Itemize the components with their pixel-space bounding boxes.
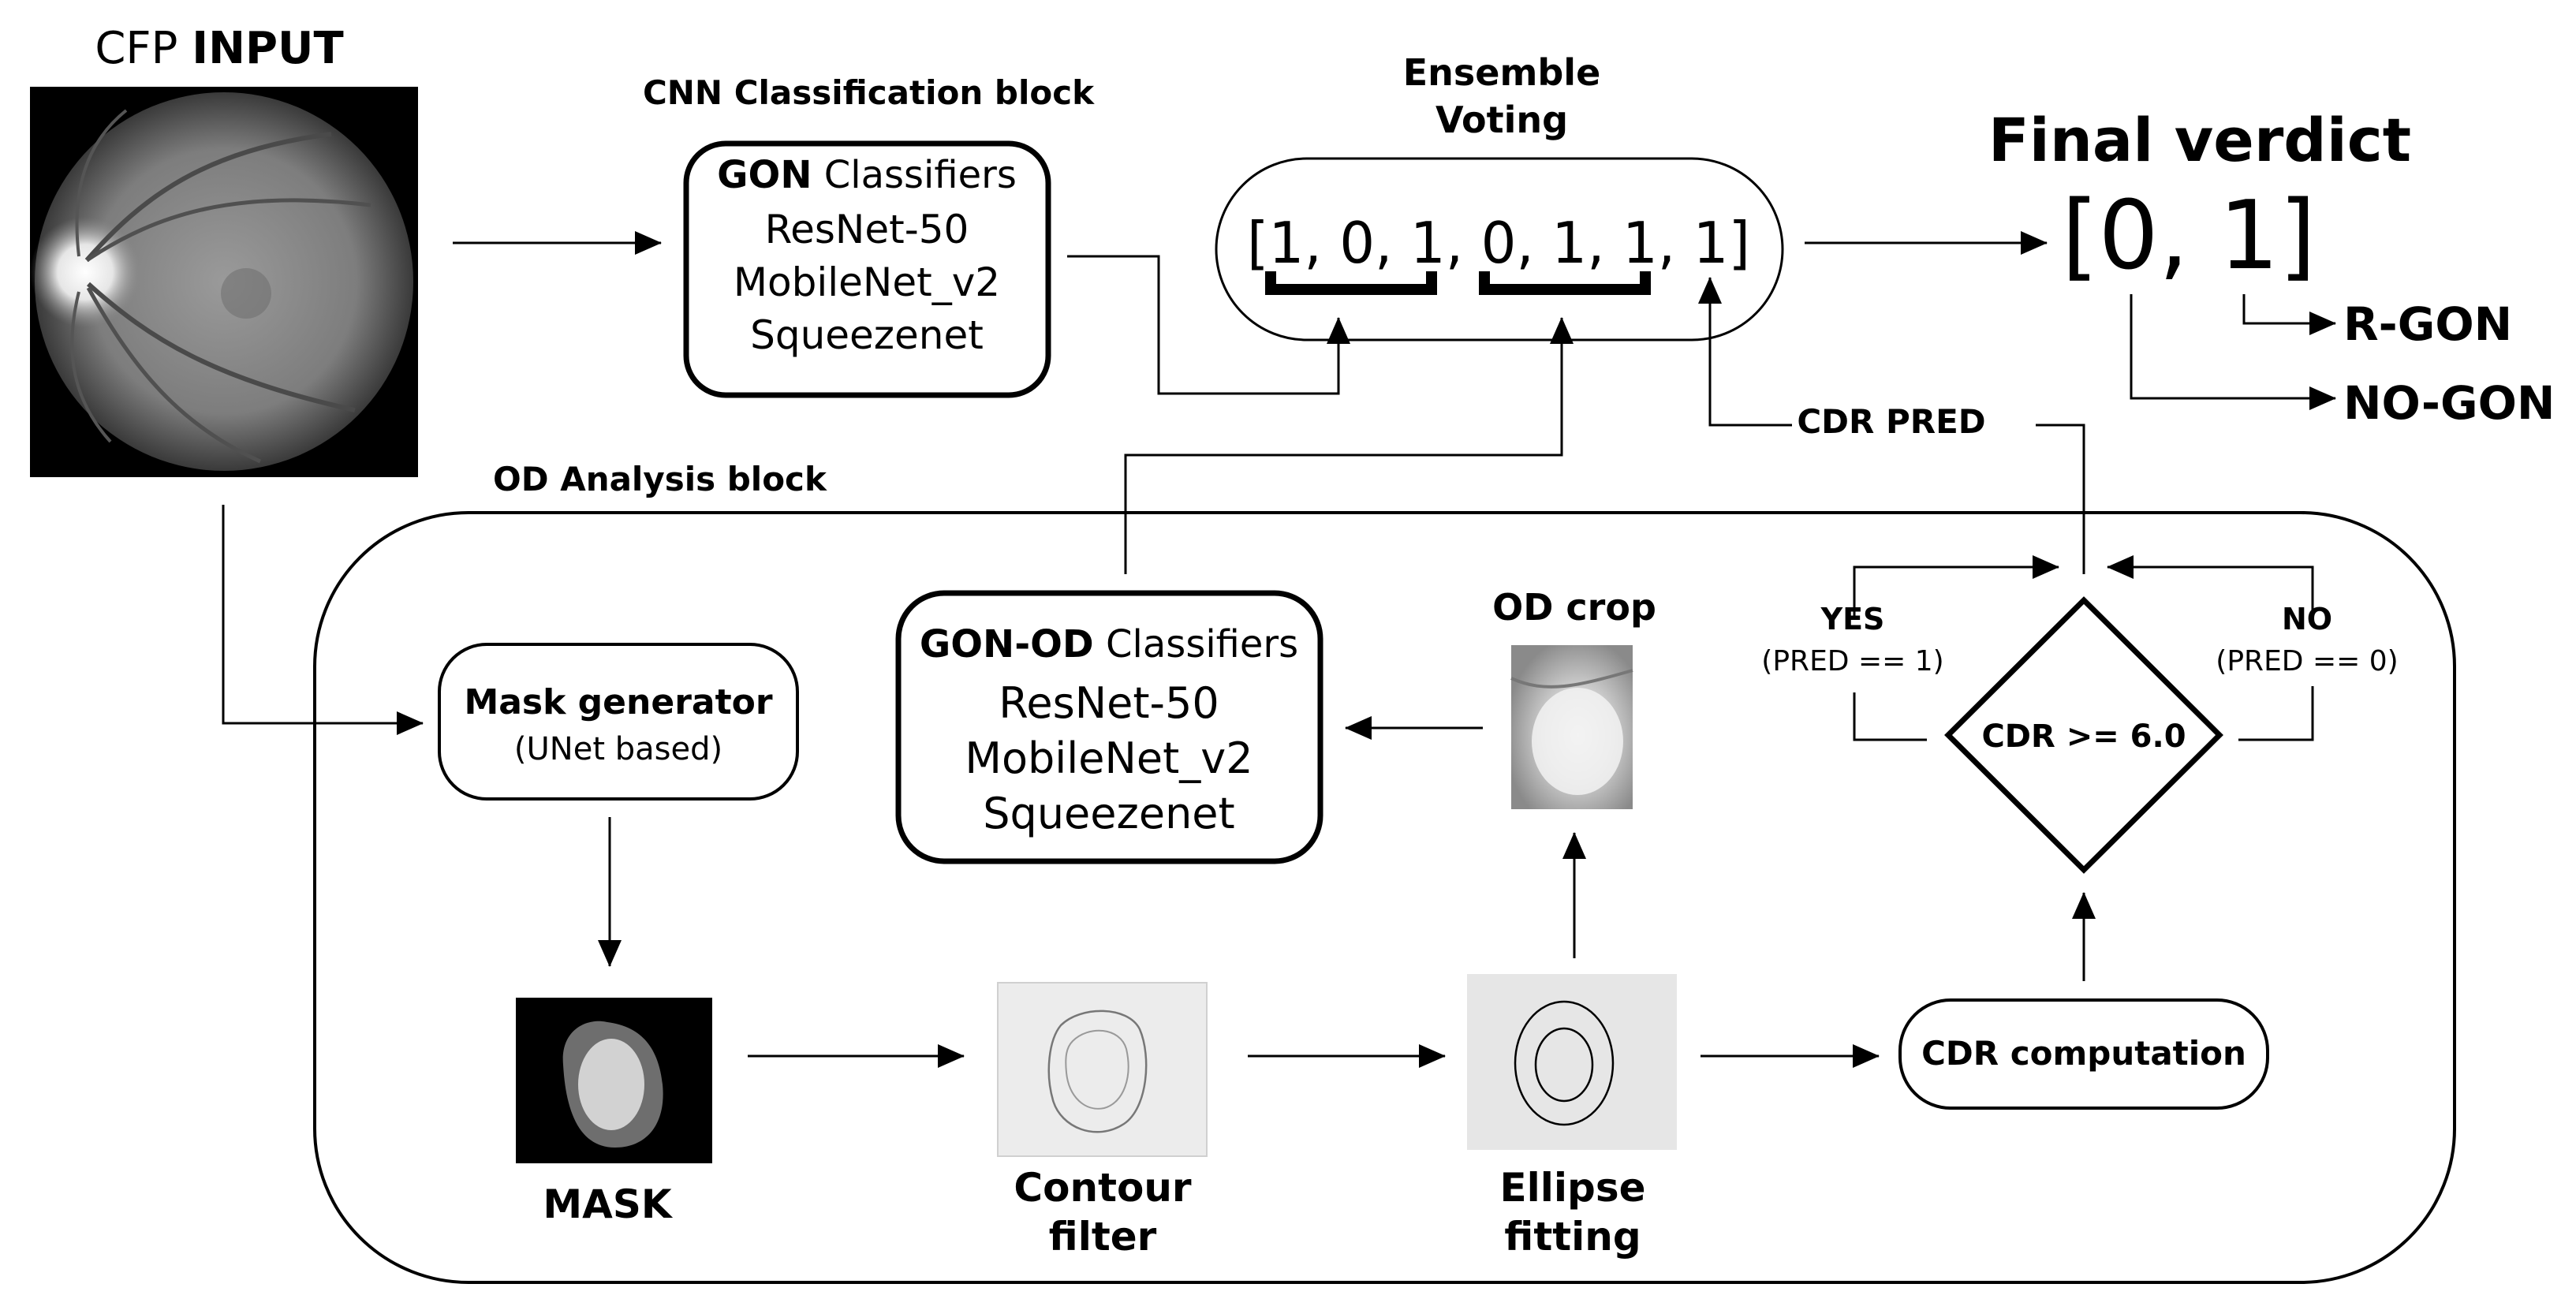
gon-classifiers-box [683,140,1051,398]
od-crop-image [1510,645,1633,809]
ellipse-fitting-label-line1: Ellipse [1499,1165,1645,1211]
mask-generator-subtitle: (UNet based) [514,731,722,767]
mask-generator-box [438,643,799,801]
gon-od-classifiers-box [895,590,1323,864]
cnn-model-mobilenet: MobileNet_v2 [734,259,1000,305]
ellipse-fitting-image [1467,974,1677,1150]
final-verdict-vector: [0, 1] [2062,181,2317,291]
no-sublabel: (PRED == 0) [2216,645,2398,677]
cdr-computation-label: CDR computation [1921,1034,2246,1073]
contour-filter-label-line2: filter [1049,1214,1157,1260]
od-model-squeezenet: Squeezenet [983,789,1234,838]
contour-filter-label-line1: Contour [1014,1165,1191,1211]
final-verdict-title: Final verdict [1988,105,2411,175]
no-label: NO [2282,602,2332,636]
gon-od-classifiers-title: GON-OD Classifiers [920,622,1298,666]
cnn-model-squeezenet: Squeezenet [750,312,984,358]
cnn-model-resnet: ResNet-50 [765,207,969,252]
mask-label: MASK [543,1181,673,1227]
cdr-decision-diamond [1944,596,2223,874]
od-model-mobilenet: MobileNet_v2 [965,733,1253,783]
cnn-block-title: CNN Classification block [643,73,1095,112]
od-group-bracket [1479,271,1651,295]
yes-sublabel: (PRED == 1) [1761,645,1943,677]
od-model-resnet: ResNet-50 [999,678,1219,728]
gon-classifiers-title: GON Classifiers [717,153,1017,197]
mask-generator-title: Mask generator [464,682,772,722]
od-crop-label: OD crop [1492,586,1656,629]
yes-label: YES [1820,602,1885,636]
od-block-title: OD Analysis block [493,460,827,498]
connectors [222,231,2336,1068]
cnn-group-bracket [1265,271,1437,295]
mask-image [516,998,712,1163]
cdr-computation-box [1898,998,2269,1110]
contour-filter-image [997,982,1208,1157]
ensemble-title-line1: Ensemble [1403,51,1601,94]
cdr-pred-label: CDR PRED [1797,402,1985,441]
ellipse-fitting-label-line2: fitting [1504,1214,1641,1260]
ensemble-vector: [1, 0, 1, 0, 1, 1, 1] [1247,210,1750,276]
no-gon-label: NO-GON [2343,376,2555,430]
cdr-decision-condition: CDR >= 6.0 [1981,718,2186,755]
ensemble-title-line2: Voting [1435,99,1568,141]
r-gon-label: R-GON [2343,297,2512,351]
od-analysis-frame [313,511,2456,1284]
input-title: CFP INPUT [95,23,343,74]
fundus-image [30,87,418,477]
